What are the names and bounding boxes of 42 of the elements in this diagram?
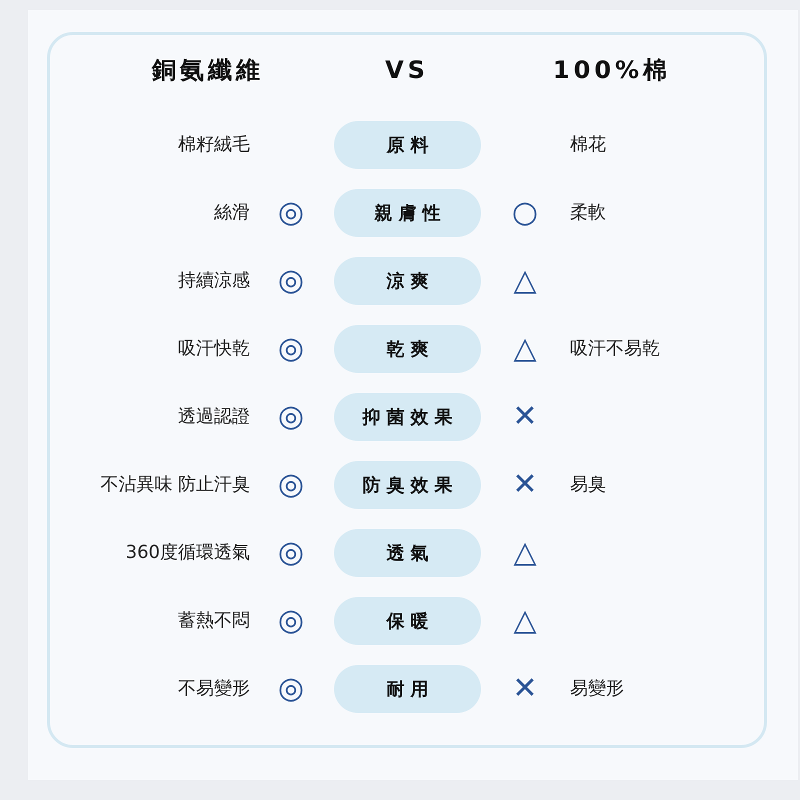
rating-symbol: ◎ xyxy=(278,604,304,638)
category-pill: 抑菌效果 xyxy=(334,393,481,441)
rating-symbol: ○ xyxy=(512,196,538,230)
feature-text: 棉花 xyxy=(570,133,606,157)
category-pill: 親膚性 xyxy=(334,189,481,237)
category-pill: 耐用 xyxy=(334,665,481,713)
feature-text: 易臭 xyxy=(570,473,606,497)
feature-text: 易變形 xyxy=(570,677,624,701)
category-pill: 透氣 xyxy=(334,529,481,577)
category-pill: 防臭效果 xyxy=(334,461,481,509)
feature-text: 吸汗快乾 xyxy=(178,337,250,361)
rating-symbol: ✕ xyxy=(512,468,538,502)
rating-symbol: △ xyxy=(513,332,537,366)
category-pill: 原料 xyxy=(334,121,481,169)
column-heading: 100%棉 xyxy=(552,58,672,82)
rating-symbol: ◎ xyxy=(278,536,304,570)
rating-symbol: ✕ xyxy=(512,400,538,434)
rating-symbol: ◎ xyxy=(278,332,304,366)
rating-symbol: ◎ xyxy=(278,400,304,434)
rating-symbol: △ xyxy=(513,604,537,638)
rating-symbol: ◎ xyxy=(278,196,304,230)
feature-text: 持續涼感 xyxy=(178,269,250,293)
feature-text: 不沾異味 防止汗臭 xyxy=(100,473,250,497)
feature-text: 不易變形 xyxy=(178,677,250,701)
feature-text: 柔軟 xyxy=(570,201,606,225)
feature-text: 吸汗不易乾 xyxy=(570,337,660,361)
category-pill: 保暖 xyxy=(334,597,481,645)
rating-symbol: △ xyxy=(513,536,537,570)
feature-text: 絲滑 xyxy=(214,201,250,225)
column-heading: VS xyxy=(385,58,429,82)
feature-text: 棉籽絨毛 xyxy=(178,133,250,157)
category-pill: 乾爽 xyxy=(334,325,481,373)
feature-text: 360度循環透氣 xyxy=(126,541,250,565)
rating-symbol: ◎ xyxy=(278,468,304,502)
rating-symbol: ◎ xyxy=(278,264,304,298)
rating-symbol: ✕ xyxy=(512,672,538,706)
rating-symbol: △ xyxy=(513,264,537,298)
category-pill: 涼爽 xyxy=(334,257,481,305)
feature-text: 透過認證 xyxy=(178,405,250,429)
column-heading: 銅氨纖維 xyxy=(152,58,264,82)
feature-text: 蓄熱不悶 xyxy=(178,609,250,633)
rating-symbol: ◎ xyxy=(278,672,304,706)
